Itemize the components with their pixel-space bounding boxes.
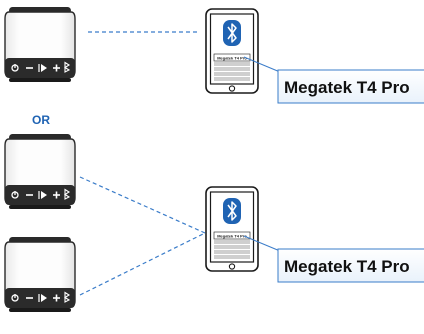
callout-top: Megatek T4 Pro — [277, 69, 424, 104]
speaker-middle — [4, 133, 76, 210]
or-label: OR — [32, 113, 50, 127]
speaker-top — [4, 6, 76, 83]
callout-device-name: Megatek T4 Pro — [284, 78, 410, 97]
tablet-screen-device-name: Megatek T4 Pro — [217, 234, 247, 239]
tablet-top: Megatek T4 Pro — [205, 8, 259, 94]
callout-leader-bottom — [243, 235, 281, 252]
speaker-bottom — [4, 236, 76, 313]
callout-device-name: Megatek T4 Pro — [284, 257, 410, 276]
connection-line-middle — [79, 176, 206, 234]
callout-bottom: Megatek T4 Pro — [277, 248, 424, 283]
connection-line-bottom — [79, 232, 206, 296]
tablet-screen-device-name: Megatek T4 Pro — [217, 56, 247, 61]
tablet-bottom: Megatek T4 Pro — [205, 186, 259, 272]
callout-leader-top — [243, 56, 281, 73]
